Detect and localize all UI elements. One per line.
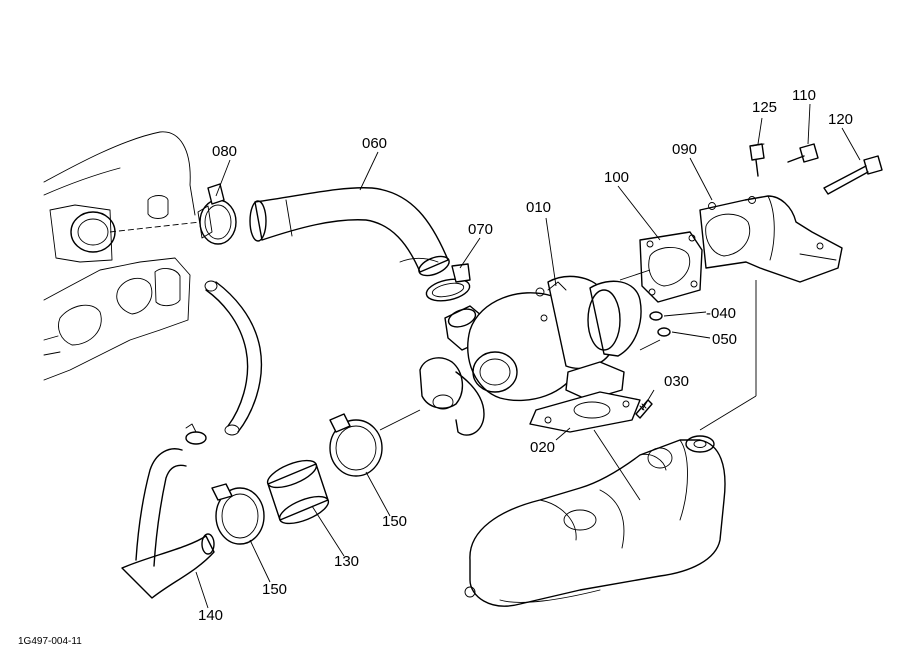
assembly-line-turbo-manifold [593, 429, 641, 501]
hose-clamp-150-upper [329, 413, 383, 477]
engine-block-outline [43, 131, 196, 381]
bolt-110 [787, 143, 819, 163]
gasket-100 [639, 231, 703, 303]
hose-clamp-080 [197, 183, 237, 245]
bolt-125 [749, 143, 765, 177]
assembly-line-gasket-100 [619, 269, 651, 281]
label-060: 060 [362, 135, 387, 152]
washer-040 [649, 311, 663, 321]
diagram-code: 1G497-004-11 [18, 636, 82, 647]
exhaust-elbow-090 [699, 195, 843, 283]
label-030: 030 [664, 373, 689, 390]
hose-clamp-150-lower [211, 483, 265, 545]
hose-130 [266, 459, 330, 525]
label-050: 050 [712, 331, 737, 348]
gasket-020 [529, 391, 641, 433]
label-125: 125 [752, 99, 777, 116]
air-hose-060 [249, 187, 450, 277]
label-080: 080 [212, 143, 237, 160]
label-010: 010 [526, 199, 551, 216]
label-150-upper: 150 [382, 513, 407, 530]
label-150-lower: 150 [262, 581, 287, 598]
label-090: 090 [672, 141, 697, 158]
stud-bolt-120 [823, 155, 883, 195]
manifold-leader-line-2 [699, 395, 757, 431]
label-040: -040 [706, 305, 736, 322]
label-100: 100 [604, 169, 629, 186]
assembly-line-washers [639, 339, 661, 351]
label-070: 070 [468, 221, 493, 238]
exhaust-manifold [464, 435, 726, 607]
label-130: 130 [334, 553, 359, 570]
assembly-line-clamp-150 [379, 409, 421, 431]
label-leaders [195, 103, 861, 609]
label-020: 020 [530, 439, 555, 456]
label-140: 140 [198, 607, 223, 624]
washer-050 [657, 327, 671, 337]
label-110: 110 [792, 87, 816, 104]
small-hose-clamp [185, 423, 207, 445]
oil-return-hose-140 [121, 448, 215, 599]
hose-clamp-070 [425, 263, 471, 302]
oil-hose-upper [204, 280, 263, 436]
turbocharger-010 [419, 275, 642, 436]
engine-port-centerline [109, 221, 201, 233]
label-120: 120 [828, 111, 853, 128]
